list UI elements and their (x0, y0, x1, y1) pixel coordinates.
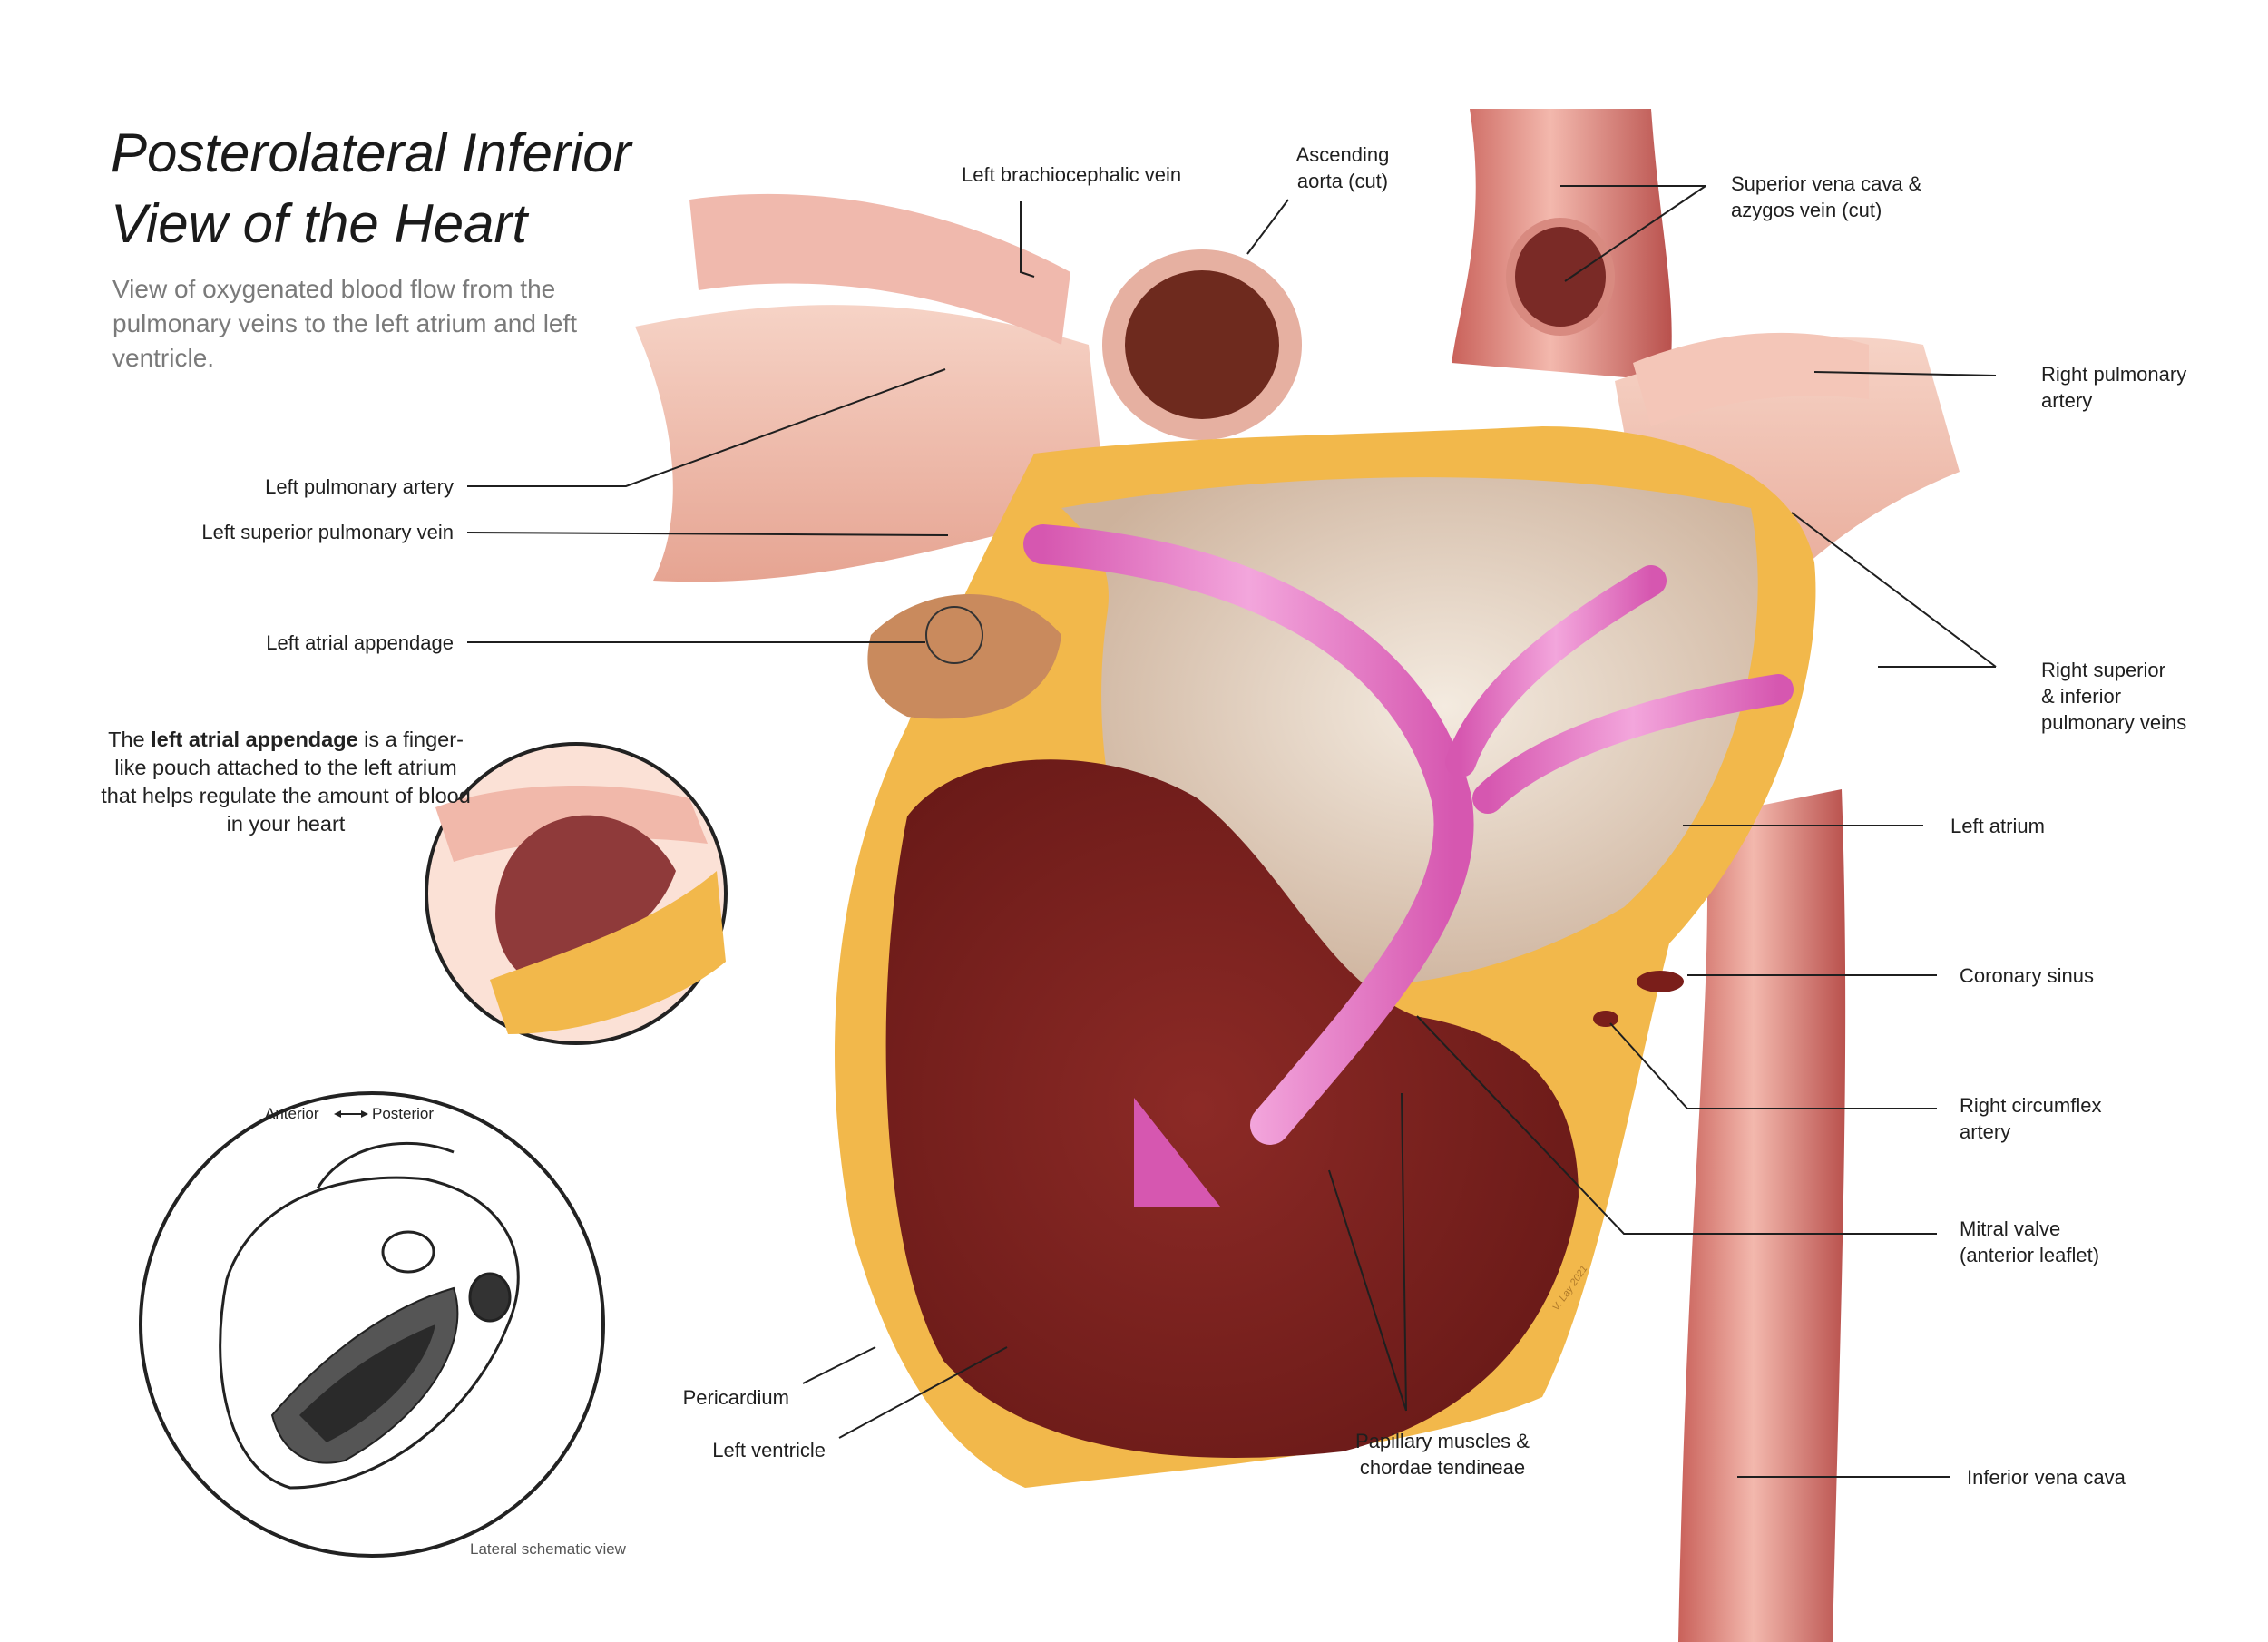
label-right-circumflex-line-1: Right circumflex (1960, 1094, 2102, 1117)
label-left-brachiocephalic-vein: Left brachiocephalic vein (962, 163, 1182, 186)
flow-arrow-main (1023, 524, 1474, 1145)
appendage-note: The left atrial appendage is a finger-li… (100, 726, 472, 838)
left-atrial-appendage-shape (867, 594, 1061, 719)
schematic-anterior-label: Anterior (265, 1105, 319, 1122)
label-ascending-aorta-line-2: aorta (cut) (1296, 170, 1389, 192)
flow-arrow-branch-upper (1445, 565, 1667, 777)
lateral-schematic-inset (139, 1091, 605, 1558)
label-left-atrium: Left atrium (1950, 815, 2045, 837)
left-brachiocephalic-vessel (689, 193, 1070, 345)
leader-mitral-valve (1416, 1015, 1937, 1235)
leader-papillary-a (1401, 1092, 1407, 1412)
label-mitral-valve: Mitral valve (anterior leaflet) (1960, 1216, 2099, 1268)
label-right-pulm-artery-line-1: Right pulmonary (2041, 363, 2187, 386)
label-superior-vena-cava: Superior vena cava & azygos vein (cut) (1731, 171, 1921, 223)
page-subtitle: View of oxygenated blood flow from the p… (112, 275, 578, 372)
note-prefix: The (108, 728, 152, 751)
label-left-pulmonary-artery: Left pulmonary artery (265, 475, 454, 498)
leader-right-circumflex (1609, 1022, 1937, 1109)
right-circumflex-shape (1593, 1011, 1618, 1027)
title-line-2: View of the Heart (111, 193, 528, 254)
label-right-pulmonary-artery: Right pulmonary artery (2041, 361, 2186, 414)
label-right-circumflex-artery: Right circumflex artery (1960, 1092, 2101, 1145)
leader-svc-b (1564, 185, 1706, 282)
label-ascending-aorta: Ascending aorta (cut) (1270, 142, 1415, 194)
label-left-atrial-appendage: Left atrial appendage (266, 631, 454, 654)
leader-pericardium (802, 1346, 876, 1384)
label-right-circumflex-line-2: artery (1960, 1120, 2011, 1143)
schematic-caption: Lateral schematic view (470, 1540, 626, 1558)
label-right-pulmonary-veins: Right superior & inferior pulmonary vein… (2041, 657, 2186, 736)
page-title: Posterolateral Inferior View of the Hear… (111, 118, 746, 259)
label-mitral-valve-line-1: Mitral valve (1960, 1217, 2061, 1240)
note-suffix: is a finger-like pouch attached to the l… (101, 728, 471, 836)
label-left-ventricle: Left ventricle (712, 1439, 826, 1461)
title-line-1: Posterolateral Inferior (111, 122, 631, 183)
label-papillary-muscles: Papillary muscles & chordae tendineae (1306, 1428, 1579, 1481)
leader-left-sup-pulm-vein (466, 532, 949, 536)
note-bold-term: left atrial appendage (151, 728, 358, 751)
leader-left-brachiocephalic (1020, 201, 1035, 278)
label-ascending-aorta-line-1: Ascending (1295, 143, 1390, 166)
left-ventricle-interior (885, 759, 1579, 1458)
label-papillary-line-2: chordae tendineae (1359, 1456, 1526, 1479)
leader-right-pulm-veins-a (1791, 512, 1997, 668)
label-inferior-vena-cava: Inferior vena cava (1967, 1466, 2126, 1489)
label-right-pulm-veins-line-1: Right superior (2041, 659, 2165, 681)
leader-lines (466, 185, 1997, 1478)
label-pericardium: Pericardium (682, 1386, 789, 1409)
schematic-posterior-label: Posterior (372, 1105, 435, 1122)
leader-ascending-aorta (1246, 199, 1289, 255)
flow-arrowhead (1134, 1098, 1220, 1207)
label-right-pulm-artery-line-2: artery (2041, 389, 2093, 412)
label-left-superior-pulmonary-vein: Left superior pulmonary vein (201, 521, 454, 543)
label-svc-line-2: azygos vein (cut) (1731, 199, 1882, 221)
leader-left-pulm-artery (467, 368, 946, 487)
coronary-sinus-shape (1637, 971, 1684, 992)
flow-arrow-branch-lower (1472, 674, 1794, 814)
inferior-vena-cava (1678, 789, 1846, 1642)
leader-right-pulm-artery (1813, 371, 1997, 376)
label-svc-line-1: Superior vena cava & (1731, 172, 1922, 195)
left-pulmonary-vessels (635, 305, 1107, 582)
leader-papillary-b (1328, 1169, 1407, 1412)
label-papillary-line-1: Papillary muscles & (1355, 1430, 1530, 1452)
left-atrial-appendage-marker (925, 606, 983, 664)
label-coronary-sinus: Coronary sinus (1960, 964, 2094, 987)
aorta-lumen (1125, 270, 1279, 419)
label-right-pulm-veins-line-2: & inferior (2041, 685, 2122, 708)
right-pulmonary-artery-vessel (1633, 332, 1869, 426)
label-mitral-valve-line-2: (anterior leaflet) (1960, 1244, 2100, 1266)
appendage-inset (425, 742, 728, 1045)
svc-cut-opening (1506, 218, 1615, 336)
label-right-pulm-veins-line-3: pulmonary veins (2041, 711, 2187, 734)
leader-left-ventricle (838, 1346, 1008, 1439)
